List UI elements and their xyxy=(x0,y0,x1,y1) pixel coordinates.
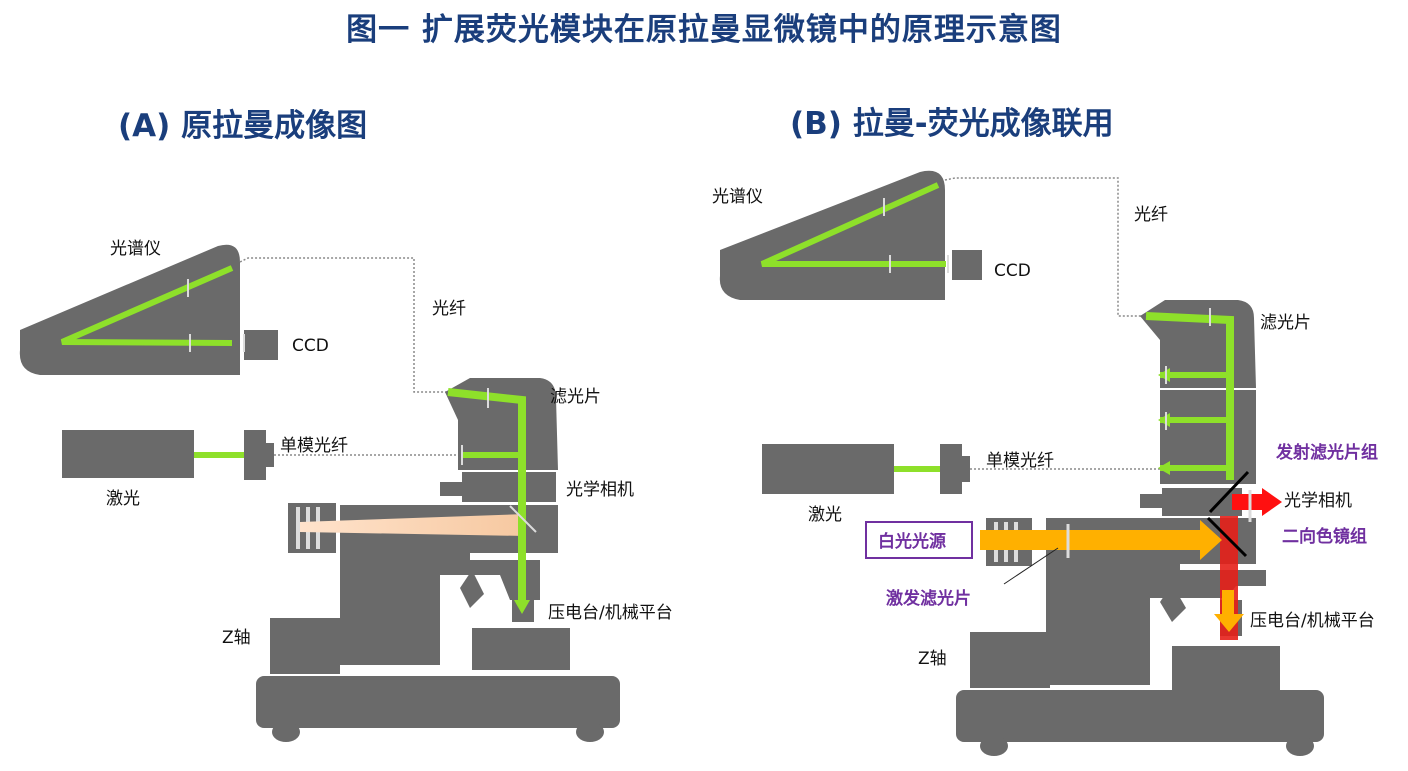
label-b-camera: 光学相机 xyxy=(1284,491,1352,511)
stage xyxy=(472,628,570,670)
label-a-laser: 激光 xyxy=(106,489,140,509)
label-a-single-mode-fiber: 单模光纤 xyxy=(280,436,348,456)
label-b-single-mode-fiber: 单模光纤 xyxy=(986,451,1054,471)
white-light-arrow xyxy=(980,520,1222,560)
spectrometer-beam-b xyxy=(760,182,946,267)
label-b-dichroic: 二向色镜组 xyxy=(1282,526,1367,547)
base xyxy=(256,676,620,728)
fiber-line xyxy=(239,257,462,393)
white-light-source-box xyxy=(865,521,973,559)
label-b-spectrometer: 光谱仪 xyxy=(712,187,763,207)
label-b-stage: 压电台/机械平台 xyxy=(1250,611,1375,631)
label-a-fiber: 光纤 xyxy=(432,299,466,319)
label-b-fiber: 光纤 xyxy=(1134,205,1168,225)
dichroic-mirror xyxy=(1208,470,1250,514)
laser-box xyxy=(62,430,194,478)
scan-head xyxy=(445,378,558,470)
white-light-beam xyxy=(300,514,526,536)
label-b-z-axis: Z轴 xyxy=(918,649,947,669)
ccd-block-b xyxy=(952,250,982,280)
panel-b-diagram xyxy=(719,170,1324,756)
label-a-z-axis: Z轴 xyxy=(222,628,251,648)
panel-b-subtitle: (B) 拉曼-荧光成像联用 xyxy=(790,106,1114,142)
figure-title: 图一 扩展荧光模块在原拉曼显微镜中的原理示意图 xyxy=(346,12,1062,48)
label-b-ccd: CCD xyxy=(994,261,1031,281)
red-emission-arrow xyxy=(1232,488,1282,516)
head-beam-b xyxy=(1145,312,1234,480)
label-b-emission-filter: 发射滤光片组 xyxy=(1275,442,1378,463)
label-b-excitation-filter: 激发滤光片 xyxy=(886,588,971,609)
label-a-camera: 光学相机 xyxy=(566,480,634,500)
label-b-laser: 激光 xyxy=(808,505,842,525)
head-beam xyxy=(447,388,526,602)
base-b xyxy=(956,690,1324,742)
label-b-white-light: 白光光源 xyxy=(878,531,946,552)
panel-a-diagram xyxy=(19,244,620,742)
label-b-filter: 滤光片 xyxy=(1260,313,1311,333)
label-a-stage: 压电台/机械平台 xyxy=(548,603,673,623)
spectrometer-beam xyxy=(60,265,234,346)
label-a-filter: 滤光片 xyxy=(550,387,601,407)
label-a-ccd: CCD xyxy=(292,336,329,356)
stage-b xyxy=(1172,646,1280,690)
label-a-spectrometer: 光谱仪 xyxy=(110,239,161,259)
fiber-line-b xyxy=(944,177,1150,317)
laser-box-b xyxy=(762,444,894,494)
panel-a-subtitle: (A) 原拉曼成像图 xyxy=(118,108,368,144)
ccd-block xyxy=(244,330,278,360)
